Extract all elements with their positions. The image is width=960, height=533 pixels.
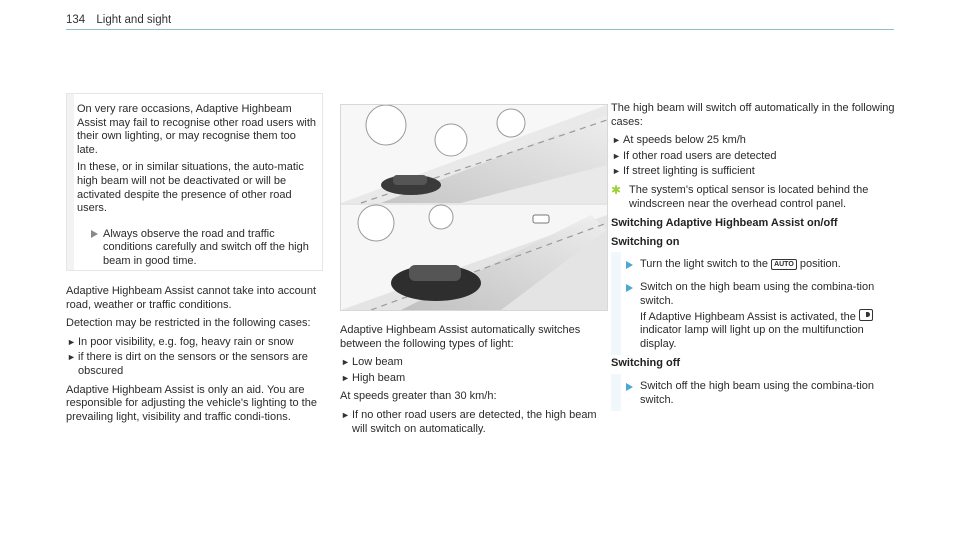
right-para-1: The high beam will switch off automatica… [611, 102, 895, 128]
list-item: ►If other road users are detected [612, 149, 777, 162]
triangle-arrow-icon [91, 229, 98, 238]
warning-text: On very rare occasions, Adaptive Highbea… [77, 103, 319, 269]
list-item: ►if there is dirt on the sensors or the … [67, 351, 308, 377]
page-number: 134 [66, 14, 86, 26]
middle-column: Adaptive Highbeam Assist automatically s… [340, 324, 606, 441]
switch-off-step: Switch off the high beam using the combi… [611, 373, 897, 412]
list-item: ►Low beam [341, 356, 403, 369]
list-item: ►If street lighting is sufficient [612, 165, 755, 178]
switch-off-cases-list: ►At speeds below 25 km/h ►If other road … [611, 134, 897, 179]
list-item: ►High beam [341, 371, 406, 384]
speed-list: ►If no other road users are detected, th… [340, 409, 606, 436]
header-rule [66, 29, 894, 30]
info-note-icon: ✱ [611, 182, 622, 197]
middle-para-2: At speeds greater than 30 km/h: [340, 390, 497, 403]
section-heading: Switching Adaptive Highbeam Assist on/of… [611, 217, 838, 230]
list-item: ►At speeds below 25 km/h [612, 134, 746, 147]
sensor-note: ✱ The system's optical sensor is located… [611, 182, 897, 211]
warning-action: Always observe the road and traffic cond… [77, 228, 319, 269]
warning-action-text: Always observe the road and traffic cond… [103, 227, 309, 267]
left-para-2: Detection may be restricted in the follo… [66, 317, 311, 330]
warning-para-1: On very rare occasions, Adaptive Highbea… [77, 103, 317, 156]
note-text: The system's optical sensor is located b… [629, 183, 869, 210]
switch-on-step-2: Switch on the high beam using the combin… [611, 275, 897, 356]
section-title: Light and sight [96, 14, 172, 26]
right-column: The high beam will switch off automatica… [611, 102, 897, 412]
triangle-arrow-icon [626, 382, 633, 391]
highbeam-illustration [340, 104, 608, 311]
warning-para-2: In these, or in similar situations, the … [77, 161, 304, 215]
switching-off-title: Switching off [611, 357, 681, 370]
detection-list: ►In poor visibility, e.g. fog, heavy rai… [66, 336, 323, 379]
left-para-3: Adaptive Highbeam Assist is only an aid.… [66, 383, 317, 423]
highbeam-assist-indicator-icon [858, 308, 873, 321]
warning-bar [67, 94, 74, 270]
left-column: Adaptive Highbeam Assist cannot take int… [66, 285, 323, 429]
switching-on-title: Switching on [611, 235, 680, 248]
list-item: ►If no other road users are detected, th… [341, 408, 597, 435]
triangle-arrow-icon [626, 284, 633, 293]
left-para-1: Adaptive Highbeam Assist cannot take int… [66, 285, 317, 311]
switch-on-step-1: Turn the light switch to the AUTO positi… [611, 252, 897, 277]
triangle-arrow-icon [626, 261, 633, 270]
light-types-list: ►Low beam ►High beam [340, 356, 606, 385]
warning-box: On very rare occasions, Adaptive Highbea… [66, 93, 323, 271]
auto-light-icon: AUTO [771, 259, 797, 271]
page-header: 134 Light and sight [66, 14, 171, 26]
middle-para-1: Adaptive Highbeam Assist automatically s… [340, 324, 581, 350]
list-item: ►In poor visibility, e.g. fog, heavy rai… [67, 335, 294, 348]
